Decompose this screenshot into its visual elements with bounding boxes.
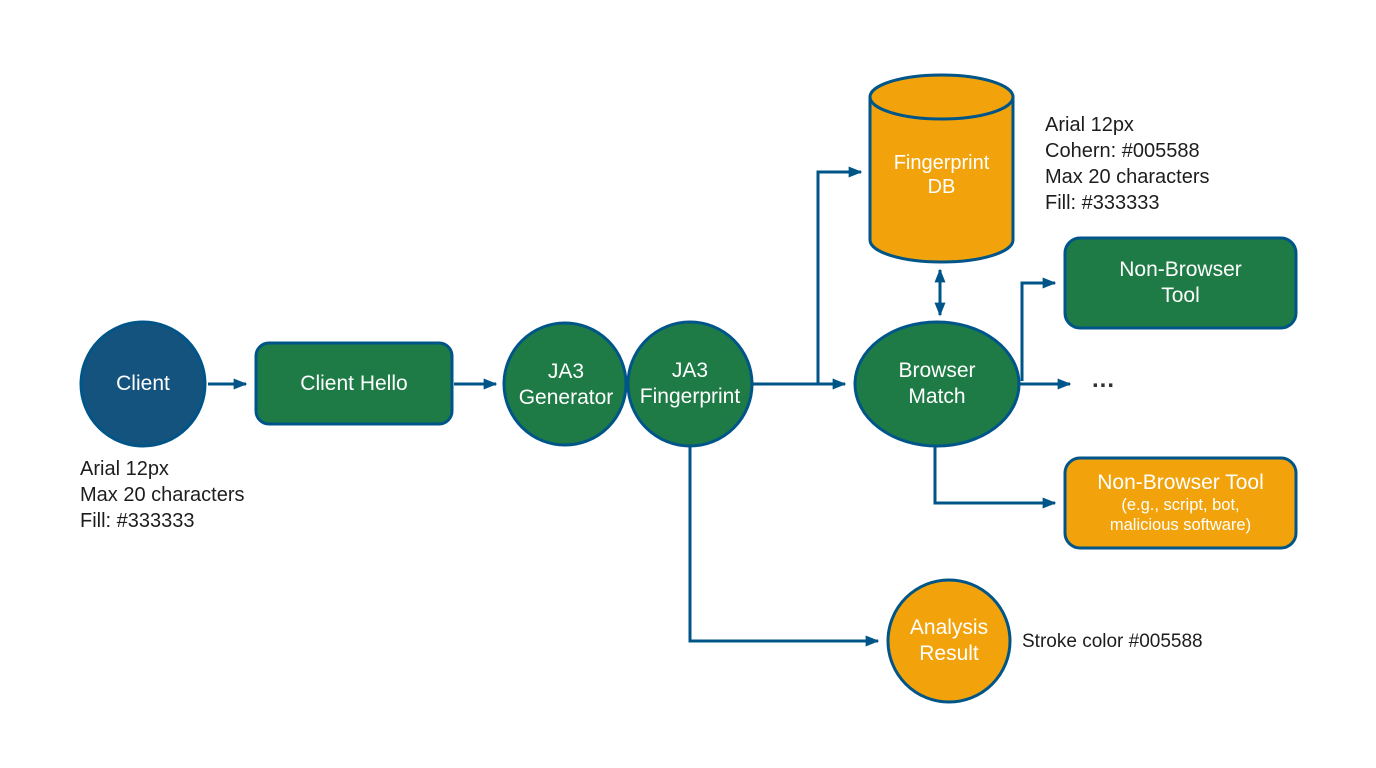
- ja3-fingerprint-node: [626, 320, 754, 448]
- db-annotation-line4: Fill: #333333: [1045, 192, 1160, 214]
- non-browser-tool-green-node: [1063, 236, 1298, 330]
- connector-fingerprint-to-db: [816, 166, 863, 384]
- connector-browsermatch-to-nonbrowser-orange: [933, 445, 1057, 509]
- fingerprint-db-cylinder-top: [868, 73, 1015, 121]
- db-annotation-line1: Arial 12px: [1045, 114, 1134, 136]
- client-annotation: Arial 12px Max 20 characters Fill: #3333…: [80, 456, 245, 534]
- stroke-annotation: Stroke color #005588: [1022, 631, 1203, 652]
- non-browser-tool-orange-node: [1063, 456, 1298, 550]
- ja3-generator-node: [502, 321, 628, 447]
- ellipsis-text: ...: [1092, 366, 1116, 393]
- client-hello-node: [254, 341, 454, 426]
- connector-fingerprint-to-analysis: [688, 445, 880, 647]
- client-annotation-line2: Max 20 characters: [80, 484, 245, 506]
- client-annotation-line1: Arial 12px: [80, 458, 169, 480]
- client-annotation-line3: Fill: #333333: [80, 510, 195, 532]
- db-annotation-line2: Cohern: #005588: [1045, 140, 1200, 162]
- db-annotation: Arial 12px Cohern: #005588 Max 20 charac…: [1045, 112, 1210, 216]
- browser-match-node: [853, 320, 1021, 448]
- client-node: [79, 320, 207, 448]
- fingerprint-db-cylinder-body: [868, 95, 1015, 264]
- connector-browsermatch-to-nonbrowser-green: [1020, 277, 1057, 381]
- db-annotation-line3: Max 20 characters: [1045, 166, 1210, 188]
- analysis-result-node: [886, 578, 1012, 704]
